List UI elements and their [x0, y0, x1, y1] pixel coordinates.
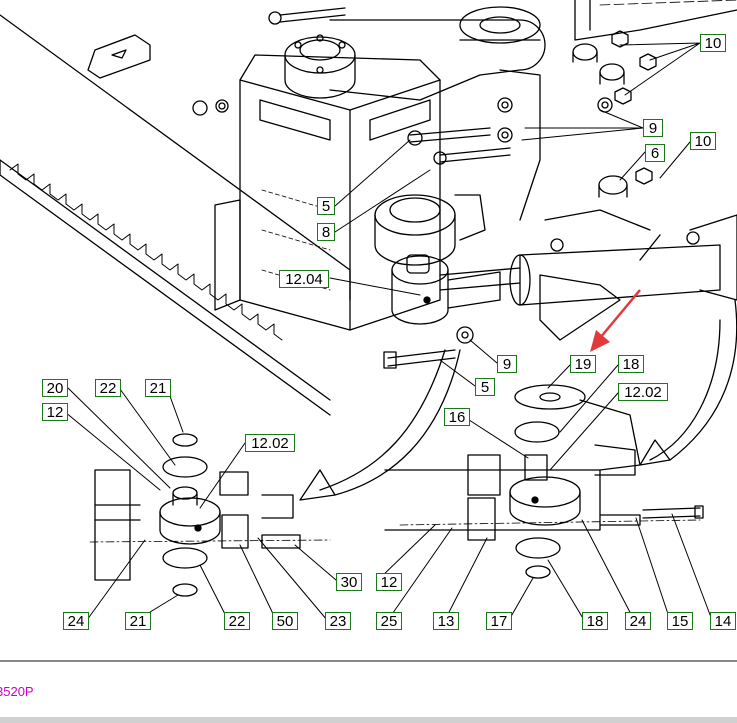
footer-divider [0, 660, 737, 662]
gearbox-housing [214, 6, 546, 331]
lower-left-assembly [89, 433, 331, 597]
callout-6: 6 [645, 144, 665, 162]
drawing-code: 3520P [0, 684, 34, 699]
callout-13: 13 [433, 612, 459, 630]
callout-9: 9 [497, 355, 517, 373]
lower-right-assembly [384, 384, 704, 579]
callout-12-04: 12.04 [279, 270, 329, 288]
callout-18: 18 [618, 355, 644, 373]
callout-12: 12 [42, 403, 68, 421]
callout-19: 19 [570, 355, 596, 373]
callout-14: 14 [710, 612, 736, 630]
upper-hardware [192, 7, 657, 369]
exploded-parts-drawing [0, 0, 737, 621]
hydraulic-cylinder [439, 214, 737, 306]
callout-9: 9 [643, 119, 663, 137]
callout-10: 10 [690, 132, 716, 150]
callout-20: 20 [42, 379, 68, 397]
footer-bar: 3520P [0, 662, 737, 723]
leader-lines [64, 42, 713, 621]
callout-50: 50 [272, 612, 298, 630]
callout-17: 17 [486, 612, 512, 630]
callout-12: 12 [376, 573, 402, 591]
callout-24: 24 [625, 612, 651, 630]
callout-18: 18 [582, 612, 608, 630]
callout-8: 8 [317, 223, 335, 241]
callout-16: 16 [444, 408, 470, 426]
callout-24: 24 [63, 612, 89, 630]
callout-25: 25 [376, 612, 402, 630]
callout-21: 21 [125, 612, 151, 630]
callout-22: 22 [224, 612, 250, 630]
callout-12-02: 12.02 [245, 434, 295, 452]
right-frame [499, 0, 737, 341]
callout-5: 5 [475, 378, 495, 396]
callout-10: 10 [700, 34, 726, 52]
callout-12-02: 12.02 [618, 383, 668, 401]
callout-15: 15 [667, 612, 693, 630]
callout-30: 30 [336, 573, 362, 591]
callout-21: 21 [145, 379, 171, 397]
footer-strip [0, 717, 737, 723]
red-pointer-arrow [590, 289, 641, 352]
callout-5: 5 [317, 197, 335, 215]
pivot-link [391, 254, 501, 325]
callout-22: 22 [95, 379, 121, 397]
callout-23: 23 [325, 612, 351, 630]
ribbed-beam [0, 14, 351, 416]
